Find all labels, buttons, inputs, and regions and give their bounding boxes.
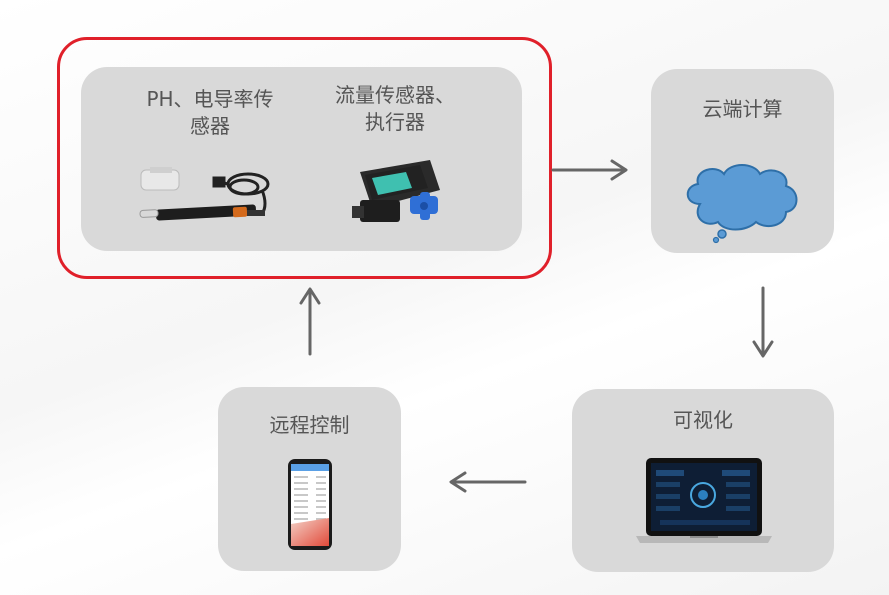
flow-meter-icon (352, 160, 440, 222)
cloud-icon (686, 164, 798, 244)
remote-label: 远程控制 (269, 413, 350, 437)
cloud-label: 云端计算 (702, 97, 783, 121)
arrow-sensors-to-cloud (551, 159, 628, 181)
ph-sensor-label: PH、电导率传 感器 (125, 86, 295, 140)
ph-sensor-label-line1: PH、电导率传 (146, 87, 274, 111)
phone-icon (288, 459, 332, 550)
visual-label: 可视化 (673, 408, 733, 432)
vial-icon (140, 167, 180, 191)
arrow-cloud-to-visual (752, 286, 774, 358)
sensors-box (81, 67, 522, 251)
ph-probe-icon (139, 204, 265, 221)
ph-sensor-label-line2: 感器 (190, 114, 230, 138)
highlight-frame (57, 37, 552, 279)
flow-sensor-label-line2: 执行器 (365, 110, 425, 134)
flow-sensor-label: 流量传感器、 执行器 (315, 82, 475, 136)
arrow-visual-to-remote (449, 471, 527, 493)
laptop-icon (636, 458, 772, 543)
arrow-remote-to-sensors (299, 287, 321, 356)
flow-sensor-label-line1: 流量传感器、 (335, 83, 455, 107)
